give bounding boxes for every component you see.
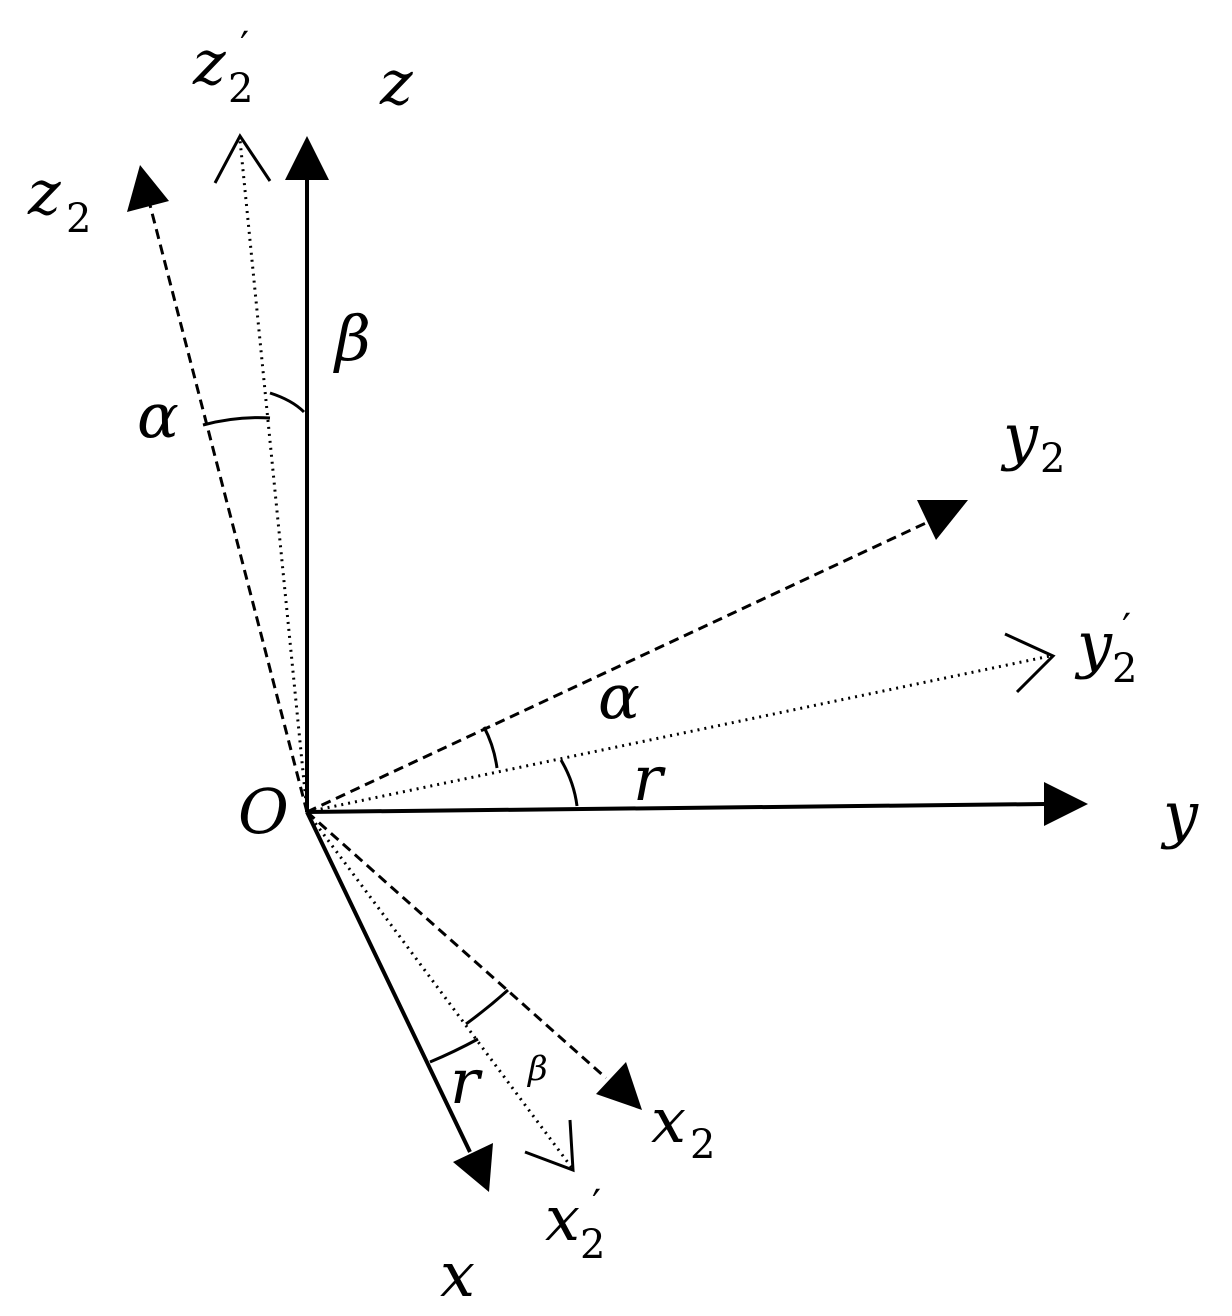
z2-axis xyxy=(148,204,309,813)
z-label: z xyxy=(379,46,413,119)
z2-axis-arrowhead xyxy=(127,165,169,212)
beta-arc-top xyxy=(269,391,306,414)
x2-label: x 2 xyxy=(651,1084,715,1168)
svg-text:′: ′ xyxy=(1122,606,1131,652)
svg-text:′: ′ xyxy=(592,1182,601,1228)
alpha-angle-left: α xyxy=(137,379,179,452)
svg-text:z: z xyxy=(27,156,61,229)
svg-text:x: x xyxy=(651,1084,686,1157)
z2-prime-axis-arrowhead xyxy=(213,133,272,184)
svg-text:2: 2 xyxy=(1040,436,1065,482)
x2-prime-axis-arrowhead xyxy=(524,1119,575,1173)
y-axis xyxy=(306,802,1046,814)
alpha-angle-mid: α xyxy=(598,660,640,733)
y2-prime-label: y 2 ′ xyxy=(1074,606,1137,692)
x2-prime-axis xyxy=(305,811,574,1169)
z-axis-arrowhead xyxy=(285,136,329,180)
x2-axis xyxy=(306,810,607,1080)
svg-text:y: y xyxy=(1074,608,1113,681)
svg-text:y: y xyxy=(1000,400,1039,473)
y2-prime-axis-arrowhead xyxy=(1004,632,1056,694)
beta-angle-top: β xyxy=(333,302,371,375)
x2-prime-label: x 2 ′ xyxy=(545,1182,605,1268)
y-axis-arrowhead xyxy=(1044,782,1088,826)
z2-label: z 2 xyxy=(27,156,91,242)
alpha-arc-mid xyxy=(482,726,499,769)
y2-axis xyxy=(306,520,929,814)
svg-text:z: z xyxy=(192,26,226,99)
alpha-arc-left xyxy=(202,416,271,427)
svg-text:′: ′ xyxy=(240,24,249,70)
svg-text:2: 2 xyxy=(1112,646,1137,692)
x2-axis-arrowhead xyxy=(596,1062,642,1110)
r-angle-mid: r xyxy=(633,742,666,815)
y-label: y xyxy=(1160,778,1199,851)
beta-angle-bottom: β xyxy=(526,1049,548,1089)
beta-arc-bottom xyxy=(465,988,510,1026)
y2-axis-arrowhead xyxy=(917,500,968,540)
svg-text:2: 2 xyxy=(66,196,91,242)
svg-text:2: 2 xyxy=(228,66,253,112)
y2-prime-axis xyxy=(306,654,1051,814)
y2-label: y 2 xyxy=(1000,400,1065,482)
z2-prime-label: z 2 ′ xyxy=(192,24,253,112)
r-arc-mid xyxy=(559,759,579,807)
origin-label: O xyxy=(238,775,289,848)
r-angle-bottom: r xyxy=(450,1045,483,1118)
svg-text:2: 2 xyxy=(580,1222,605,1268)
z2-prime-axis xyxy=(238,139,309,813)
x-label: x xyxy=(440,1238,475,1311)
r-arc-bottom xyxy=(429,1037,479,1064)
svg-text:2: 2 xyxy=(690,1122,715,1168)
x-axis-arrowhead xyxy=(453,1143,493,1192)
svg-text:x: x xyxy=(545,1182,580,1255)
x-axis xyxy=(305,811,472,1153)
